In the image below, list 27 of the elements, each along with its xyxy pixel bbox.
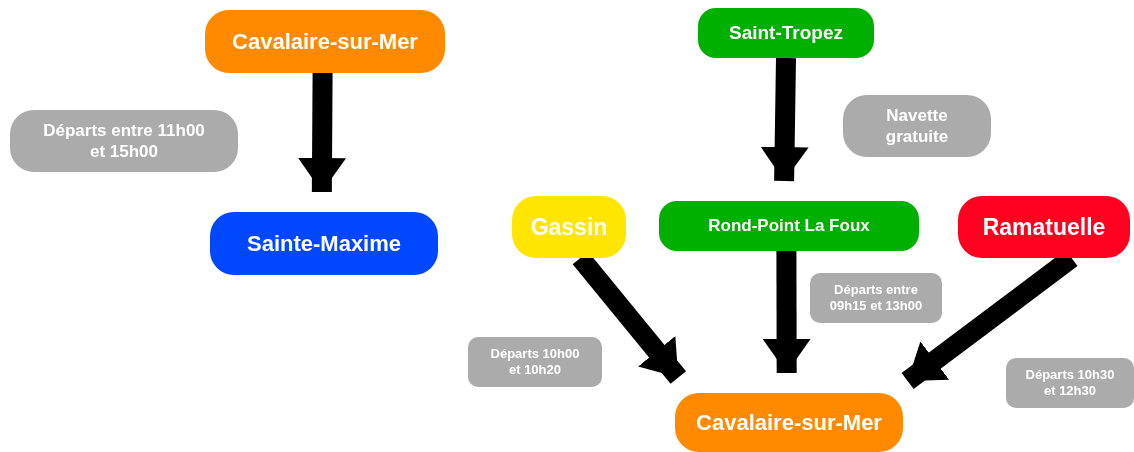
note-text: Départs 10h30 et 12h30: [1024, 366, 1116, 400]
place-name: Ramatuelle: [982, 212, 1106, 242]
place-name: Gassin: [530, 212, 608, 242]
note-text: Départs entre 11h00 et 15h00: [42, 119, 206, 163]
note-box: [1006, 358, 1134, 408]
note-box: [810, 273, 942, 323]
place-name: Rond-Point La Foux: [708, 215, 870, 237]
place-box: [205, 10, 445, 73]
place-box: [659, 201, 919, 251]
place-name: Saint-Tropez: [729, 21, 843, 45]
note-box: [468, 337, 602, 387]
place-name: Cavalaire-sur-Mer: [696, 408, 882, 437]
place-name: Cavalaire-sur-Mer: [232, 27, 418, 56]
note-box: [843, 95, 991, 157]
note-text: Départs 10h00 et 10h20: [489, 345, 581, 379]
place-box: [958, 196, 1130, 258]
place-box: [698, 8, 874, 58]
place-box: [675, 393, 903, 452]
place-name: Sainte-Maxime: [246, 229, 402, 258]
note-text: Navette gratuite: [884, 104, 950, 148]
place-box: [210, 212, 438, 275]
arrow: [760, 57, 809, 182]
arrow: [762, 250, 811, 374]
arrow: [298, 72, 347, 193]
note-text: Départs entre 09h15 et 13h00: [828, 281, 924, 315]
place-box: [512, 196, 626, 258]
note-box: [10, 110, 238, 172]
